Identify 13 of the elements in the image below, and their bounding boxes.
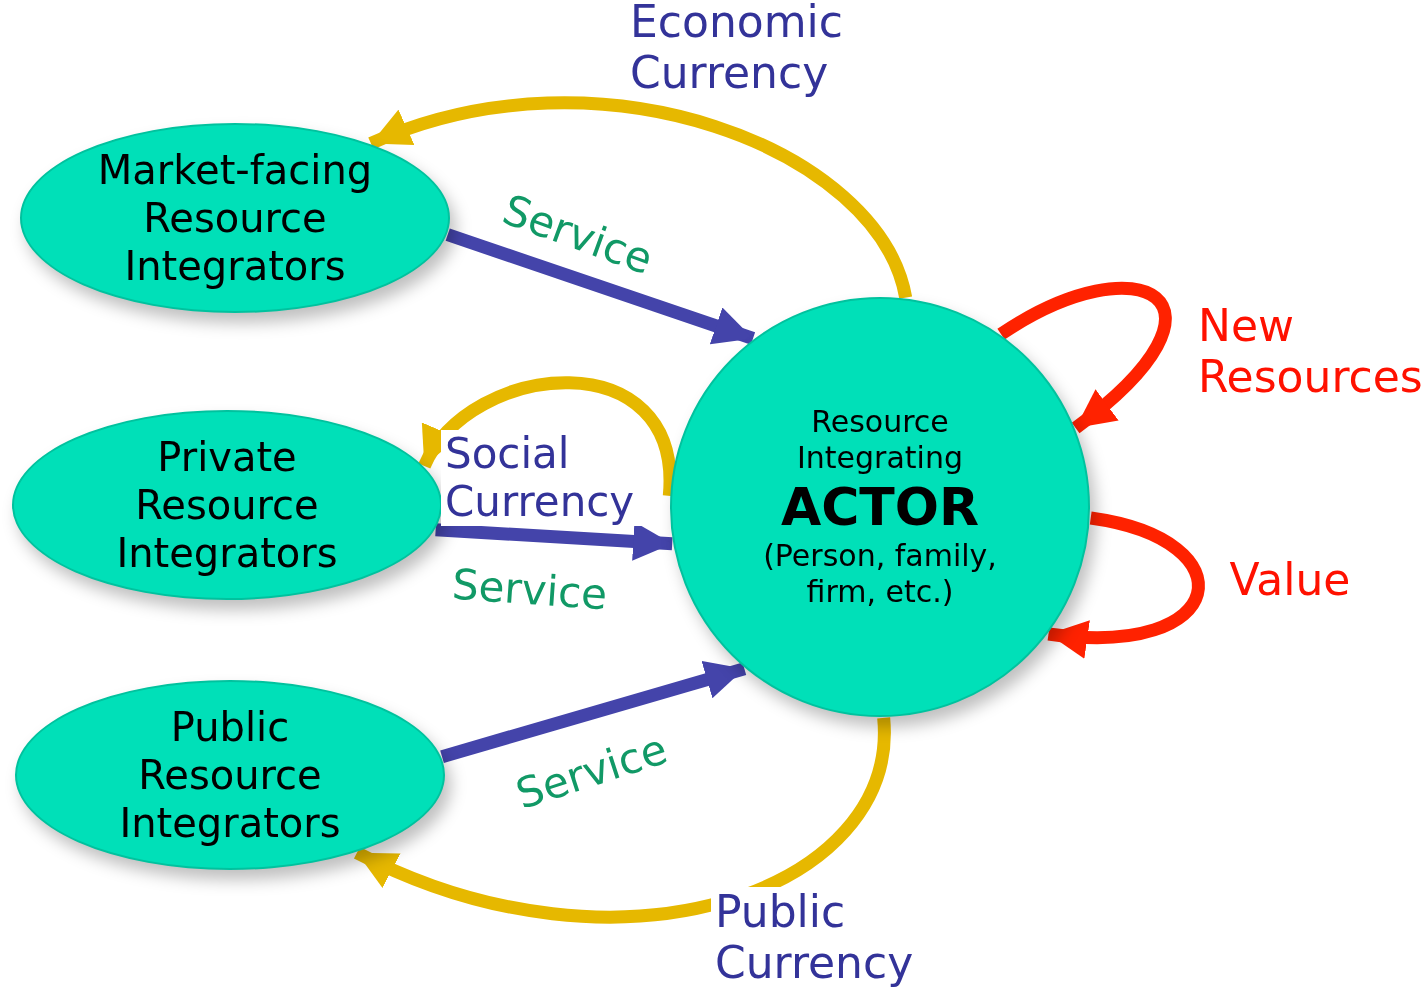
node-label: ACTOR bbox=[780, 475, 980, 539]
arrow bbox=[997, 281, 1172, 433]
arrow bbox=[418, 376, 676, 497]
node-label: Market-facing Resource Integrators bbox=[96, 146, 374, 290]
node-label: (Person, family, firm, etc.) bbox=[762, 538, 998, 611]
arrow bbox=[354, 717, 891, 924]
arrow bbox=[445, 228, 756, 345]
node-label: Resource Integrating bbox=[796, 403, 964, 476]
node-label: Public Resource Integrators bbox=[118, 703, 342, 847]
arrow bbox=[1047, 511, 1205, 657]
arrow bbox=[440, 660, 747, 763]
node-label: Private Resource Integrators bbox=[115, 433, 339, 577]
arrow bbox=[368, 96, 912, 300]
